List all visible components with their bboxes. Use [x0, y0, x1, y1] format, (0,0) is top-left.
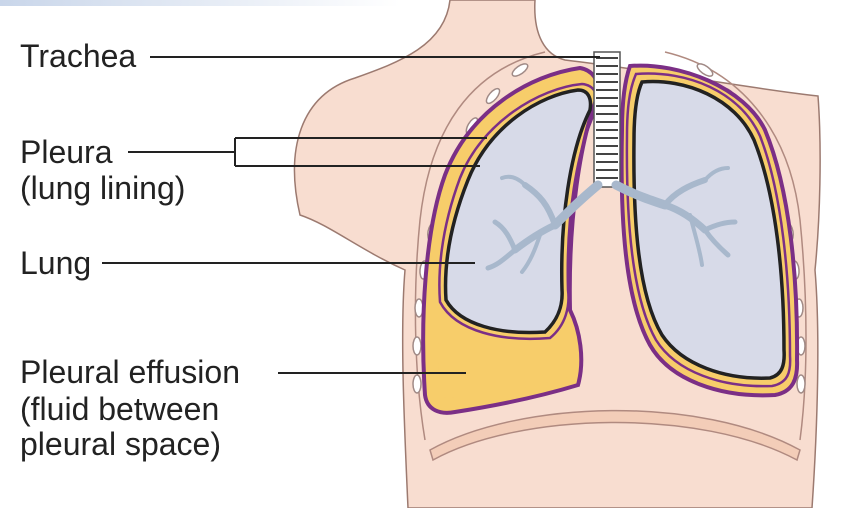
label-trachea: Trachea: [20, 40, 136, 72]
label-effusion-sub2: pleural space): [20, 428, 221, 460]
label-effusion-sub1: (fluid between: [20, 393, 219, 425]
label-pleura: Pleura: [20, 136, 113, 168]
trachea: [594, 52, 620, 187]
label-pleura-sub: (lung lining): [20, 172, 185, 204]
label-lung: Lung: [20, 247, 91, 279]
label-effusion: Pleural effusion: [20, 356, 240, 388]
